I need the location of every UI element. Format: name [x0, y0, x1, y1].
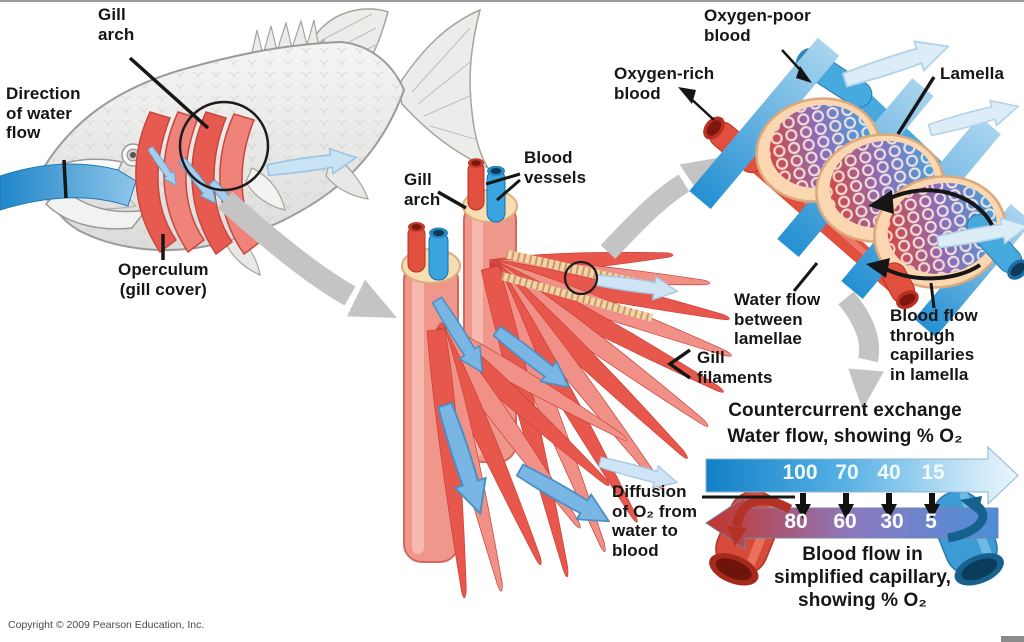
fish-tail-fin	[397, 8, 490, 170]
connector-arrow-fish-to-filaments	[217, 191, 406, 337]
countercurrent-diagram	[702, 445, 1019, 586]
water-flow-lamellae-leader	[792, 262, 819, 292]
lamellae-detail	[678, 31, 1024, 337]
oxygen-rich-arrow	[678, 87, 715, 121]
gill-arch-leader-line	[128, 56, 210, 130]
water-o2-value-70: 70	[835, 461, 859, 484]
gill-filament-detail	[401, 158, 736, 600]
label-blood-flow-through-capillaries: Blood flow through capillaries in lamell…	[890, 306, 978, 385]
label-operculum: Operculum (gill cover)	[118, 260, 209, 299]
water-o2-value-100: 100	[782, 461, 818, 484]
water-in-arrow	[0, 163, 137, 211]
blood-o2-value-60: 60	[833, 510, 857, 533]
label-oxygen-poor-blood: Oxygen-poor blood	[704, 6, 811, 45]
fish-gills	[135, 111, 262, 256]
water-flow-arrow	[705, 445, 1019, 506]
countercurrent-title: Countercurrent exchange	[728, 400, 962, 421]
gill-arch-center-leader	[437, 190, 467, 210]
copyright-text: Copyright © 2009 Pearson Education, Inc.	[8, 619, 205, 631]
label-oxygen-rich-blood: Oxygen-rich blood	[614, 64, 715, 103]
label-diffusion-of-o2: Diffusion of O₂ from water to blood	[612, 482, 698, 561]
gill-arch-highlight-circle	[178, 100, 270, 192]
blood-o2-value-5: 5	[925, 510, 937, 533]
blood-flow-capillaries-leader	[929, 282, 936, 309]
lamella-highlight-circle	[563, 260, 599, 296]
water-direction-leader-line	[62, 159, 68, 199]
fish-illustration	[0, 8, 490, 276]
label-water-flow-between-lamellae: Water flow between lamellae	[734, 290, 821, 349]
connector-arrow-lamellae-to-countercurrent	[838, 291, 884, 412]
oxygen-poor-arrow	[781, 49, 812, 83]
corner-chip	[1001, 636, 1024, 642]
connector-arrow-filaments-to-lamellae	[600, 141, 736, 259]
label-gill-filaments: Gill filaments	[697, 348, 773, 387]
countercurrent-caption: Blood flow in simplified capillary, show…	[773, 544, 952, 612]
water-o2-value-40: 40	[877, 461, 901, 484]
label-gill-arch: Gill arch	[404, 170, 441, 209]
water-o2-value-15: 15	[921, 461, 945, 484]
blue-uturn-arrow	[947, 496, 988, 543]
fish-pectoral-fin	[245, 167, 286, 211]
diffusion-arrows	[795, 493, 940, 519]
top-border-line	[0, 0, 1024, 2]
countercurrent-water-flow-label: Water flow, showing % O₂	[727, 426, 963, 447]
blood-vessels-leaders	[485, 172, 521, 202]
blood-o2-value-80: 80	[784, 510, 808, 533]
blood-o2-value-30: 30	[880, 510, 904, 533]
blood-flow-circulation-arrows	[866, 188, 994, 281]
gill-filaments-bracket	[666, 348, 692, 380]
label-direction-of-water-flow: Direction of water flow	[6, 84, 81, 143]
label-blood-vessels: Blood vessels	[524, 148, 587, 187]
lamella-leader-line	[896, 76, 936, 135]
red-uturn-arrow	[727, 496, 793, 546]
label-gill-arch-fish: Gill arch	[98, 5, 135, 44]
label-lamella: Lamella	[940, 64, 1005, 83]
